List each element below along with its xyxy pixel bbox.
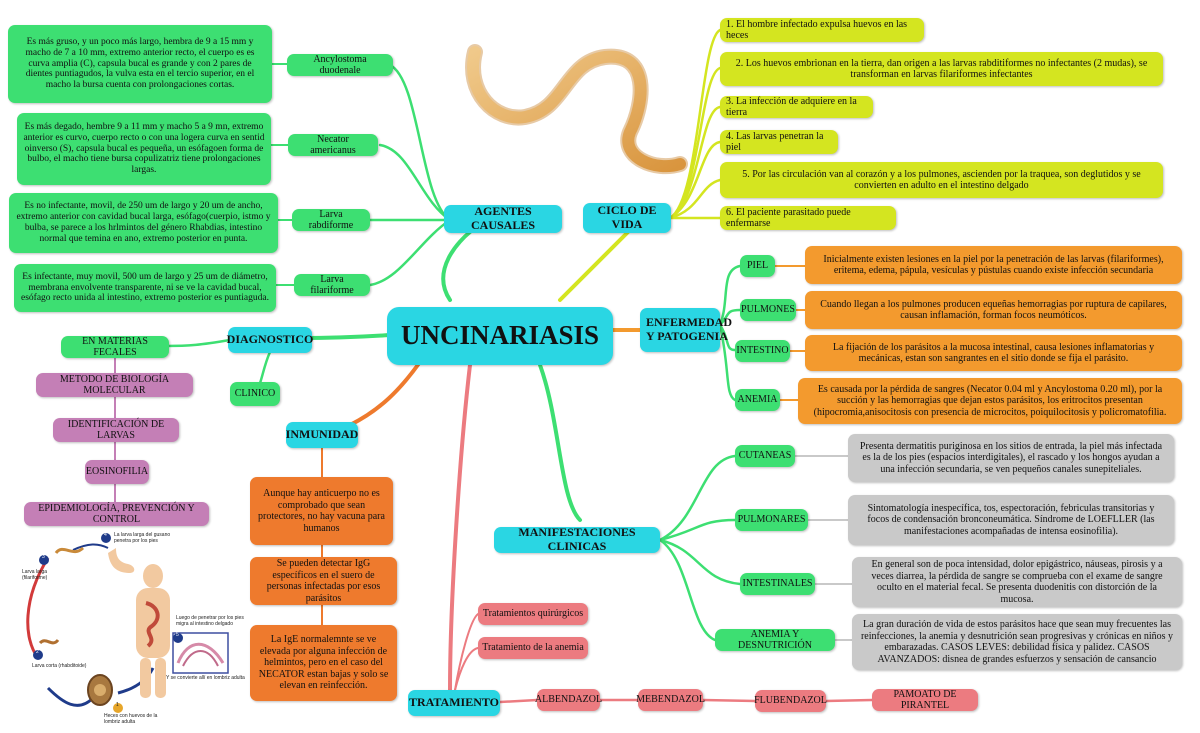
lifecycle-label-2: Larva corta (rhabditoide) xyxy=(32,663,87,669)
inmunidad-item-3: La IgE normalemnte se ve elevada por alg… xyxy=(250,625,397,701)
inmunidad-item-2: Se pueden detectar IgG específicos en el… xyxy=(250,557,397,605)
tratamiento-quirurgicos[interactable]: Tratamientos quirúrgicos xyxy=(478,603,588,625)
ciclo-step-6: 6. El paciente parasitado puede enfermar… xyxy=(720,206,896,230)
lifecycle-number-4: 4 xyxy=(104,532,107,538)
enfermedad-piel-desc: Inicialmente existen lesiones en la piel… xyxy=(805,246,1182,284)
enfermedad-anemia-label[interactable]: ANEMIA xyxy=(735,389,780,411)
enfermedad-intestino-desc: La fijación de los parásitos a la mucosa… xyxy=(805,335,1182,371)
diagnostico-clinico[interactable]: CLINICO xyxy=(230,382,280,406)
drug-flubendazol[interactable]: FLUBENDAZOL xyxy=(754,690,827,712)
central-topic[interactable]: UNCINARIASIS xyxy=(387,307,613,365)
agente-ancylostoma-label[interactable]: Ancylostoma duodenale xyxy=(287,54,393,76)
ciclo-step-2: 2. Los huevos embrionan en la tierra, da… xyxy=(720,52,1163,86)
enfermedad-pulmones-desc: Cuando llegan a los pulmones producen eq… xyxy=(805,291,1182,329)
manifestacion-anemia-desnutricion-desc: La gran duración de vida de estos parási… xyxy=(852,614,1182,670)
agente-larva-rabdiforme-desc: Es no infectante, movil, de 250 um de la… xyxy=(9,193,278,253)
tratamiento-anemia[interactable]: Tratamiento de la anemia xyxy=(478,637,588,659)
manifestacion-intestinales-desc: En general son de poca intensidad, dolor… xyxy=(852,557,1182,607)
agente-larva-rabdiforme-label[interactable]: Larva rabdiforme xyxy=(292,209,370,231)
diagnostico-eosinofilia[interactable]: EOSINOFILIA xyxy=(85,460,149,484)
branch-inmunidad[interactable]: INMUNIDAD xyxy=(286,422,358,448)
diagnostico-identificacion-larvas[interactable]: IDENTIFICACIÓN DE LARVAS xyxy=(53,418,179,442)
branch-agentes-causales[interactable]: AGENTES CAUSALES xyxy=(444,204,562,233)
ciclo-step-1: 1. El hombre infectado expulsa huevos en… xyxy=(720,18,924,42)
manifestacion-cutaneas-label[interactable]: CUTANEAS xyxy=(735,445,795,467)
inmunidad-item-1: Aunque hay anticuerpo no es comprobado q… xyxy=(250,477,393,545)
ciclo-step-4: 4. Las larvas penetran la piel xyxy=(720,130,838,154)
manifestacion-pulmonares-label[interactable]: PULMONARES xyxy=(735,509,808,531)
branch-tratamiento[interactable]: TRATAMIENTO xyxy=(408,690,500,716)
enfermedad-intestino-label[interactable]: INTESTINO xyxy=(735,340,790,362)
drug-pamoato-pirantel[interactable]: PAMOATO DE PIRANTEL xyxy=(872,689,978,711)
branch-enfermedad-patogenia[interactable]: ENFERMEDAD Y PATOGENIA xyxy=(640,308,732,352)
lifecycle-label-6: Y se convierte allí en lombriz adulta xyxy=(166,675,245,681)
manifestacion-pulmonares-desc: Sintomatología inespecífica, tos, espect… xyxy=(848,495,1174,545)
lifecycle-label-3: Larva larga (filariforme) xyxy=(22,569,48,581)
manifestacion-cutaneas-desc: Presenta dermatitis puriginosa en los si… xyxy=(848,434,1174,482)
hookworm-illustration xyxy=(465,44,688,175)
agente-larva-filariforme-label[interactable]: Larva filariforme xyxy=(294,274,370,296)
manifestacion-intestinales-label[interactable]: INTESTINALES xyxy=(740,573,815,595)
ciclo-step-3: 3. La infección de adquiere en la tierra xyxy=(720,96,873,118)
drug-albendazol[interactable]: ALBENDAZOL xyxy=(535,689,602,711)
lifecycle-number-3: 3 xyxy=(42,554,45,560)
ciclo-step-5: 5. Por las circulación van al corazón y … xyxy=(720,162,1163,198)
agente-ancylostoma-desc: Es más gruso, y un poco más largo, hembr… xyxy=(8,25,272,103)
enfermedad-anemia-desc: Es causada por la pérdida de sangres (Ne… xyxy=(798,378,1182,424)
lifecycle-label-5: Luego de penetrar por los pies migra al … xyxy=(176,615,244,627)
branch-manifestaciones-clinicas[interactable]: MANIFESTACIONES CLINICAS xyxy=(494,525,660,553)
diagnostico-epidemiologia[interactable]: EPIDEMIOLOGÍA, PREVENCIÓN Y CONTROL xyxy=(24,502,209,526)
branch-ciclo-de-vida[interactable]: CICLO DE VIDA xyxy=(583,203,671,233)
lifecycle-number-5: 5 xyxy=(176,632,179,638)
manifestacion-anemia-desnutricion-label[interactable]: ANEMIA Y DESNUTRICIÓN xyxy=(715,629,835,651)
diagnostico-materias-fecales[interactable]: EN MATERIAS FECALES xyxy=(61,336,169,358)
lifecycle-label-1: Heces con huevos de la lombriz adulta xyxy=(104,713,158,725)
lifecycle-graphic xyxy=(26,533,229,713)
agente-necator-label[interactable]: Necator americanus xyxy=(288,134,378,156)
lifecycle-number-1: 1 xyxy=(116,702,119,708)
enfermedad-piel-label[interactable]: PIEL xyxy=(740,255,775,277)
drug-mebendazol[interactable]: MEBENDAZOL xyxy=(636,689,705,711)
enfermedad-pulmones-label[interactable]: PULMONES xyxy=(740,299,796,321)
lifecycle-number-2: 2 xyxy=(36,649,39,655)
diagnostico-biologia-molecular[interactable]: METODO DE BIOLOGÍA MOLECULAR xyxy=(36,373,193,397)
agente-necator-desc: Es más degado, hembre 9 a 11 mm y macho … xyxy=(17,113,271,185)
lifecycle-label-4: La larva larga del gusano penetra por lo… xyxy=(114,532,171,544)
branch-diagnostico[interactable]: DIAGNOSTICO xyxy=(227,327,313,353)
agente-larva-filariforme-desc: Es infectante, muy movil, 500 um de larg… xyxy=(14,264,276,312)
lifecycle-illustration: 4 La larva larga del gusano penetra por … xyxy=(18,528,258,728)
